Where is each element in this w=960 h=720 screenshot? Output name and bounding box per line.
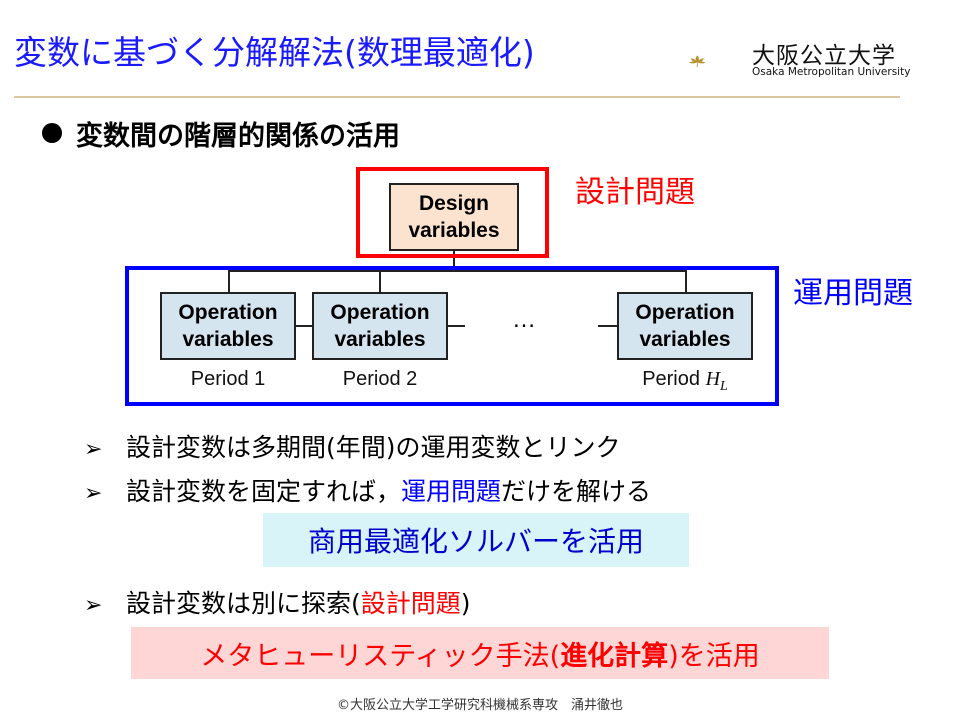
arrow-bullet-icon: ➢ [84,437,103,462]
op-box-line1: Operation [635,301,735,324]
op-box-line2: variables [334,328,426,351]
chain-link-1 [296,325,313,327]
arrow-bullet-icon: ➢ [84,481,103,506]
operation-variables-box-2: Operation variables [312,292,448,360]
period-var: H [705,368,721,390]
bullet-dot [42,123,62,143]
connector-drop-2 [379,270,381,292]
period-label-last: Period HL [642,368,728,394]
op-box-line1: Operation [330,301,430,324]
connector-vertical-main [453,251,455,271]
page-title: 変数に基づく分解解法(数理最適化) [14,33,535,72]
header-divider [14,96,900,98]
design-box-line2: variables [408,219,500,242]
chain-link-2 [447,325,465,327]
op-box-line1: Operation [178,301,278,324]
arrow-bullet-icon: ➢ [84,593,103,618]
operation-problem-label: 運用問題 [793,276,913,311]
design-box-line1: Design [418,192,489,215]
logo-english: Osaka Metropolitan University [752,66,911,78]
connector-drop-last [685,270,687,292]
metaheuristic-highlight-box: メタヒューリスティック手法(進化計算)を活用 [131,627,829,679]
design-problem-label: 設計問題 [575,175,695,210]
logo-japanese: 大阪公立大学 [752,43,896,69]
bullet-fix: ➢設計変数を固定すれば，運用問題だけを解ける [84,477,652,506]
design-variables-box: Design variables [389,183,519,251]
design-problem-frame [356,167,549,258]
bullet-link: ➢設計変数は多期間(年間)の運用変数とリンク [84,433,621,462]
section-heading: 変数間の階層的関係の活用 [42,114,400,153]
footer-copyright: ©大阪公立大学工学研究科機械系専攻 涌井徹也 [336,698,623,713]
connector-drop-1 [228,270,230,292]
connector-horizontal [228,270,686,272]
period-label-1: Period 1 [190,368,266,390]
ginkgo-logo-icon [689,55,706,68]
bullet-search: ➢設計変数は別に探索(設計問題) [84,589,471,618]
solver-highlight-box: 商用最適化ソルバーを活用 [263,513,689,567]
period-label-2: Period 2 [342,368,418,390]
operation-variables-box-1: Operation variables [160,292,296,360]
operation-problem-frame [125,266,779,406]
period-sub: L [720,379,728,394]
chain-link-3 [598,325,617,327]
ellipsis: … [512,306,536,333]
op-box-line2: variables [639,328,731,351]
operation-variables-box-last: Operation variables [617,292,753,360]
op-box-line2: variables [182,328,274,351]
section-heading-text: 変数間の階層的関係の活用 [76,121,400,152]
